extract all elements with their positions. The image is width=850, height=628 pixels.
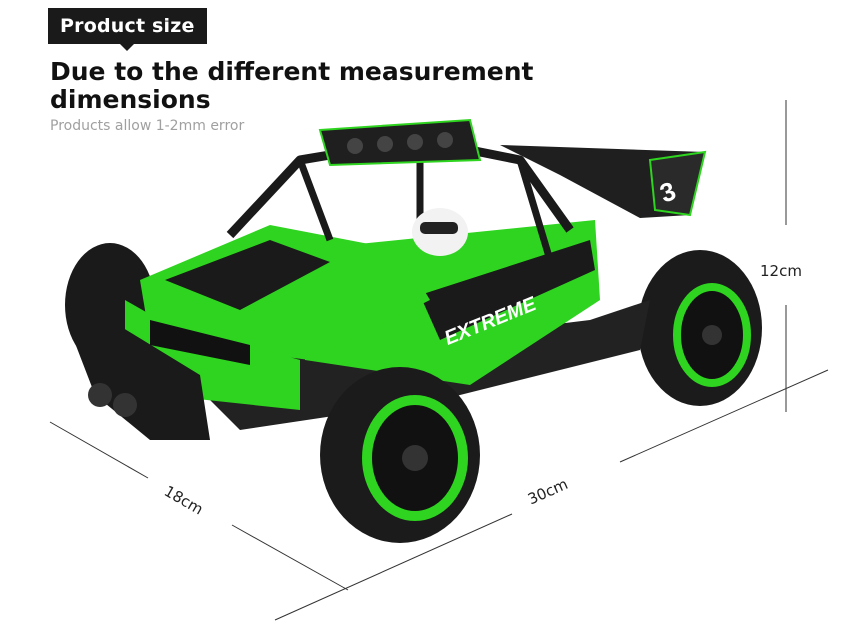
light-4 <box>437 132 453 148</box>
grille <box>150 320 250 365</box>
front-bumper <box>70 320 210 440</box>
light-3 <box>407 134 423 150</box>
product-size-badge: Product size <box>48 8 207 51</box>
width-line-lower <box>231 524 349 591</box>
page-title: Due to the different measurement dimensi… <box>50 57 534 114</box>
light-1 <box>347 138 363 154</box>
wing-endplate <box>648 150 707 217</box>
tolerance-note: Products allow 1-2mm error <box>50 118 245 134</box>
length-line-lower <box>274 513 513 621</box>
light-bar <box>318 118 482 167</box>
body-shell-stripe <box>420 240 595 340</box>
length-line <box>619 369 829 463</box>
hood <box>140 225 430 360</box>
hood-decal <box>165 240 330 310</box>
width-line <box>49 421 149 479</box>
height-label: 12cm <box>760 262 802 280</box>
light-2 <box>377 136 393 152</box>
